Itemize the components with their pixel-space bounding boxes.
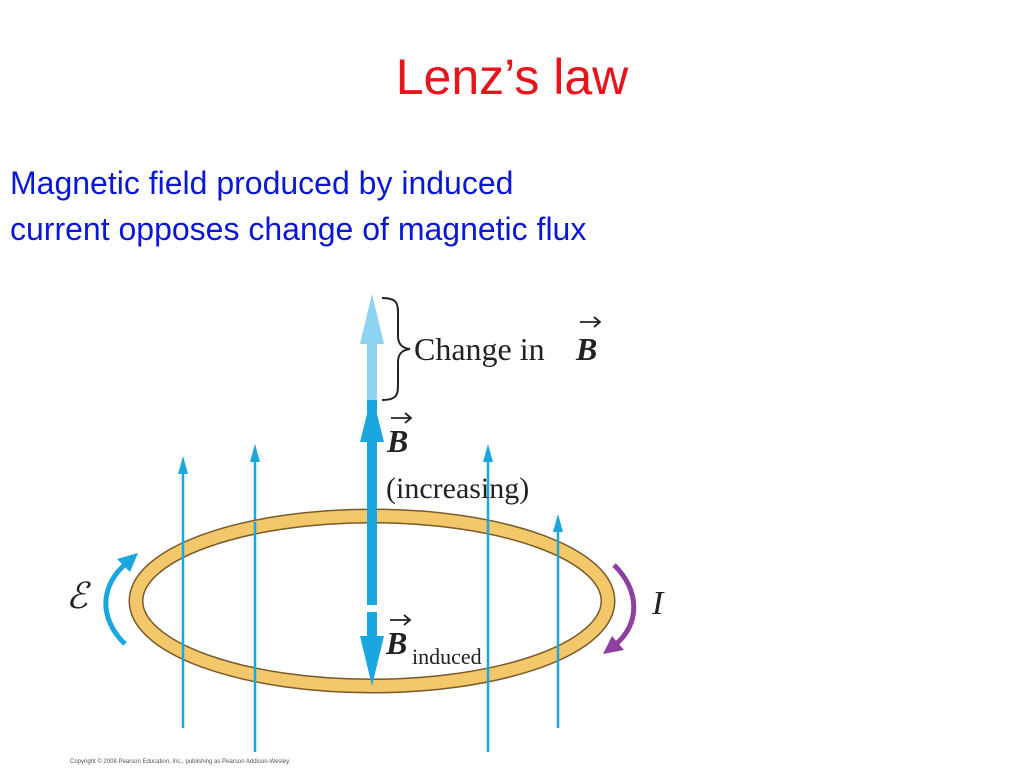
field-line-3-arrowhead [483, 444, 493, 462]
current-symbol: I [651, 585, 665, 622]
subtitle-line-2: current opposes change of magnetic flux [10, 211, 587, 247]
increasing-label: (increasing) [386, 472, 529, 505]
current-arrow [603, 563, 637, 654]
b-induced-arrow [360, 612, 384, 686]
slide-title: Lenz’s law [395, 49, 629, 105]
change-in-b-label: Change in [414, 331, 545, 367]
b-induced-symbol: B [385, 625, 407, 661]
b-induced-subscript: induced [412, 644, 482, 669]
b-label-vector-arrow [391, 412, 413, 424]
slide-subtitle: Magnetic field produced by induced curre… [10, 160, 586, 252]
change-in-b-arrow [360, 294, 384, 400]
field-line-4-arrowhead [553, 514, 563, 532]
field-line-1-arrowhead [178, 456, 188, 474]
b-label-symbol: B [386, 423, 408, 459]
b-induced-vector-arrow [390, 614, 412, 626]
emf-symbol: ℰ [66, 576, 91, 616]
change-brace [381, 297, 411, 401]
field-line-2-arrowhead [250, 444, 260, 462]
change-in-b-symbol: B [575, 331, 597, 367]
subtitle-line-1: Magnetic field produced by induced [10, 165, 514, 201]
copyright-text: Copyright © 2008 Pearson Education, Inc.… [70, 758, 291, 765]
change-in-b-vector-arrow [580, 316, 602, 328]
field-lines-front [181, 516, 560, 752]
field-lines-back [178, 444, 563, 532]
b-field-arrow [360, 394, 384, 605]
emf-arrow [103, 553, 138, 646]
